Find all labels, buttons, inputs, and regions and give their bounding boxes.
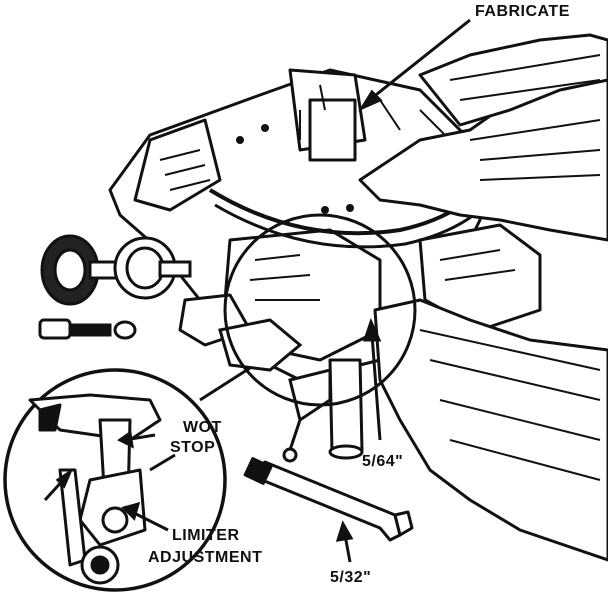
detail-locator-circle: [223, 213, 417, 407]
fabricate-arrow: [371, 18, 471, 100]
hand-lower: [373, 298, 608, 562]
gauge-rod-label: 5/32": [330, 569, 371, 586]
gauge-small-label: 5/64": [362, 453, 403, 470]
callout-arrows: [121, 18, 471, 563]
limiter-arrow: [131, 510, 169, 532]
fabricate-label: FABRICATE: [475, 3, 570, 20]
hand-top: [358, 33, 608, 242]
wot-stop-label-line2: STOP: [170, 439, 215, 456]
detail-inset: [3, 366, 251, 592]
throttle-linkage: [218, 318, 332, 463]
limiter-label-line1: LIMITER: [172, 527, 240, 544]
body-shading: [159, 84, 516, 301]
limiter-label-line2: ADJUSTMENT: [148, 549, 262, 566]
hand-lower-shading: [419, 329, 601, 481]
hand-top-shading: [449, 54, 601, 181]
gauge-small-arrow: [370, 334, 382, 441]
wot-stop-label-line1: WOT: [183, 419, 222, 436]
left-adjusters: [38, 318, 137, 340]
hex-key-tool: [243, 457, 414, 542]
choke-pulloff: [40, 234, 192, 306]
